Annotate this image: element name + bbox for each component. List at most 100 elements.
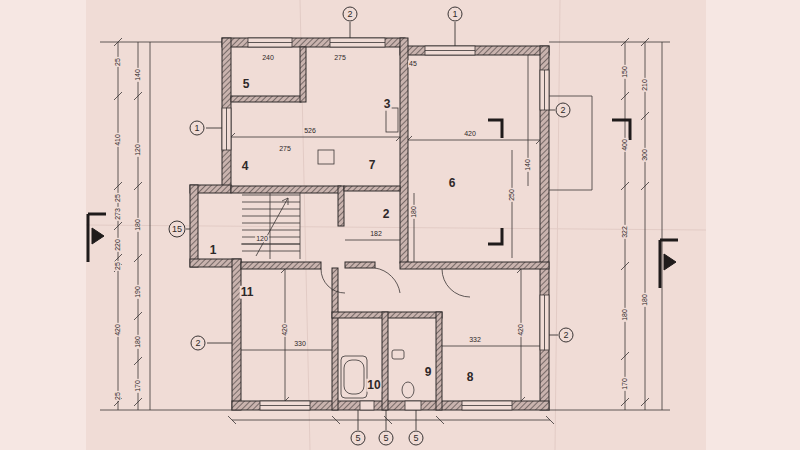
section-mark xyxy=(660,240,678,288)
dimension-text: 182 xyxy=(369,230,383,237)
wall xyxy=(400,38,408,263)
dimension-text: 190 xyxy=(134,285,141,299)
wall xyxy=(241,262,321,269)
grid-circle xyxy=(559,328,573,342)
room-number: 7 xyxy=(368,159,377,172)
dimension-lines xyxy=(100,38,670,424)
dimension-text: 180 xyxy=(641,293,648,307)
room-number: 10 xyxy=(366,379,381,392)
dimension-text: 180 xyxy=(621,308,628,322)
grid-circle xyxy=(379,431,393,445)
sink xyxy=(392,350,404,359)
section-mark xyxy=(88,214,106,262)
grid-circle xyxy=(343,7,357,21)
corner-mark xyxy=(488,228,502,244)
wall xyxy=(338,186,344,226)
marks xyxy=(88,120,678,288)
dimension-text: 25 xyxy=(114,261,121,271)
dimension-text: 25 xyxy=(114,193,121,203)
toilet xyxy=(402,382,414,398)
paper-fold xyxy=(86,0,706,450)
dimension-text: 420 xyxy=(463,130,477,137)
grid-bubble: 15 xyxy=(168,220,186,238)
grid-circle xyxy=(191,336,205,350)
dimension-line xyxy=(100,42,670,420)
dimension-text: 220 xyxy=(114,238,121,252)
walls xyxy=(190,38,549,410)
window-glass xyxy=(227,43,545,406)
stove xyxy=(318,150,334,164)
room-number: 1 xyxy=(209,244,218,257)
wall xyxy=(332,268,338,410)
dimension-text: 300 xyxy=(641,148,648,162)
dimension-text: 180 xyxy=(134,218,141,232)
dimension-text: 140 xyxy=(134,68,141,82)
bathtub-inner xyxy=(344,360,364,394)
grid-number: 1 xyxy=(194,123,199,133)
wall xyxy=(190,185,198,267)
dimension-text: 275 xyxy=(278,145,292,152)
dimension-text: 170 xyxy=(134,379,141,393)
dimension-text: 150 xyxy=(621,65,628,79)
grid-circle xyxy=(169,221,185,237)
dimension-text: 410 xyxy=(114,133,121,147)
grid-circle xyxy=(409,431,423,445)
wall xyxy=(300,47,306,102)
section-arrow xyxy=(92,228,104,244)
dimension-text: 332 xyxy=(468,336,482,343)
grid-bubble: 2 xyxy=(190,335,206,351)
dimension-text: 275 xyxy=(333,54,347,61)
grid-number: 5 xyxy=(355,433,360,443)
window xyxy=(360,401,374,410)
dimension-text: 120 xyxy=(255,235,269,242)
room-number: 6 xyxy=(448,177,457,190)
room-number: 3 xyxy=(383,98,392,111)
grid-leader xyxy=(186,22,558,430)
dimension-text: 330 xyxy=(293,340,307,347)
dimension-text: 250 xyxy=(508,188,515,202)
room-number: 5 xyxy=(242,78,251,91)
leader-lines xyxy=(186,22,558,430)
corner-mark xyxy=(612,120,630,140)
window xyxy=(405,401,421,410)
section-arrow xyxy=(664,254,676,270)
grid-bubble: 2 xyxy=(342,6,358,22)
dimension-text: 25 xyxy=(114,391,121,401)
room-number: 9 xyxy=(424,366,433,379)
grid-bubble: 2 xyxy=(555,102,571,118)
corner-mark xyxy=(488,120,502,138)
paper-edge xyxy=(0,0,86,450)
dimension-text: 170 xyxy=(621,377,628,391)
grid-bubble: 2 xyxy=(558,327,574,343)
door-swing xyxy=(321,268,470,297)
stair-steps xyxy=(242,193,300,259)
stair-arrow xyxy=(256,198,288,256)
bathtub xyxy=(341,356,367,398)
grid-circle xyxy=(351,431,365,445)
grid-bubble: 5 xyxy=(408,430,424,446)
dimension-text: 180 xyxy=(134,335,141,349)
room-number: 4 xyxy=(241,160,250,173)
dimension-text: 180 xyxy=(410,205,417,219)
wall xyxy=(436,312,442,410)
wall xyxy=(345,262,375,268)
dimension-text: 526 xyxy=(303,127,317,134)
room-number: 8 xyxy=(466,371,475,384)
dimension-tick xyxy=(114,38,649,424)
wall xyxy=(231,186,341,193)
paper-edge xyxy=(706,0,800,450)
grid-number: 5 xyxy=(383,433,388,443)
dimension-text: 25 xyxy=(114,57,121,67)
dimension-text: 420 xyxy=(517,323,524,337)
dimension-text: 420 xyxy=(114,323,121,337)
grid-number: 2 xyxy=(563,330,568,340)
grid-circle xyxy=(448,7,462,21)
grid-bubble: 5 xyxy=(350,430,366,446)
grid-circle xyxy=(556,103,570,117)
wall xyxy=(232,259,241,410)
grid-number: 5 xyxy=(413,433,418,443)
